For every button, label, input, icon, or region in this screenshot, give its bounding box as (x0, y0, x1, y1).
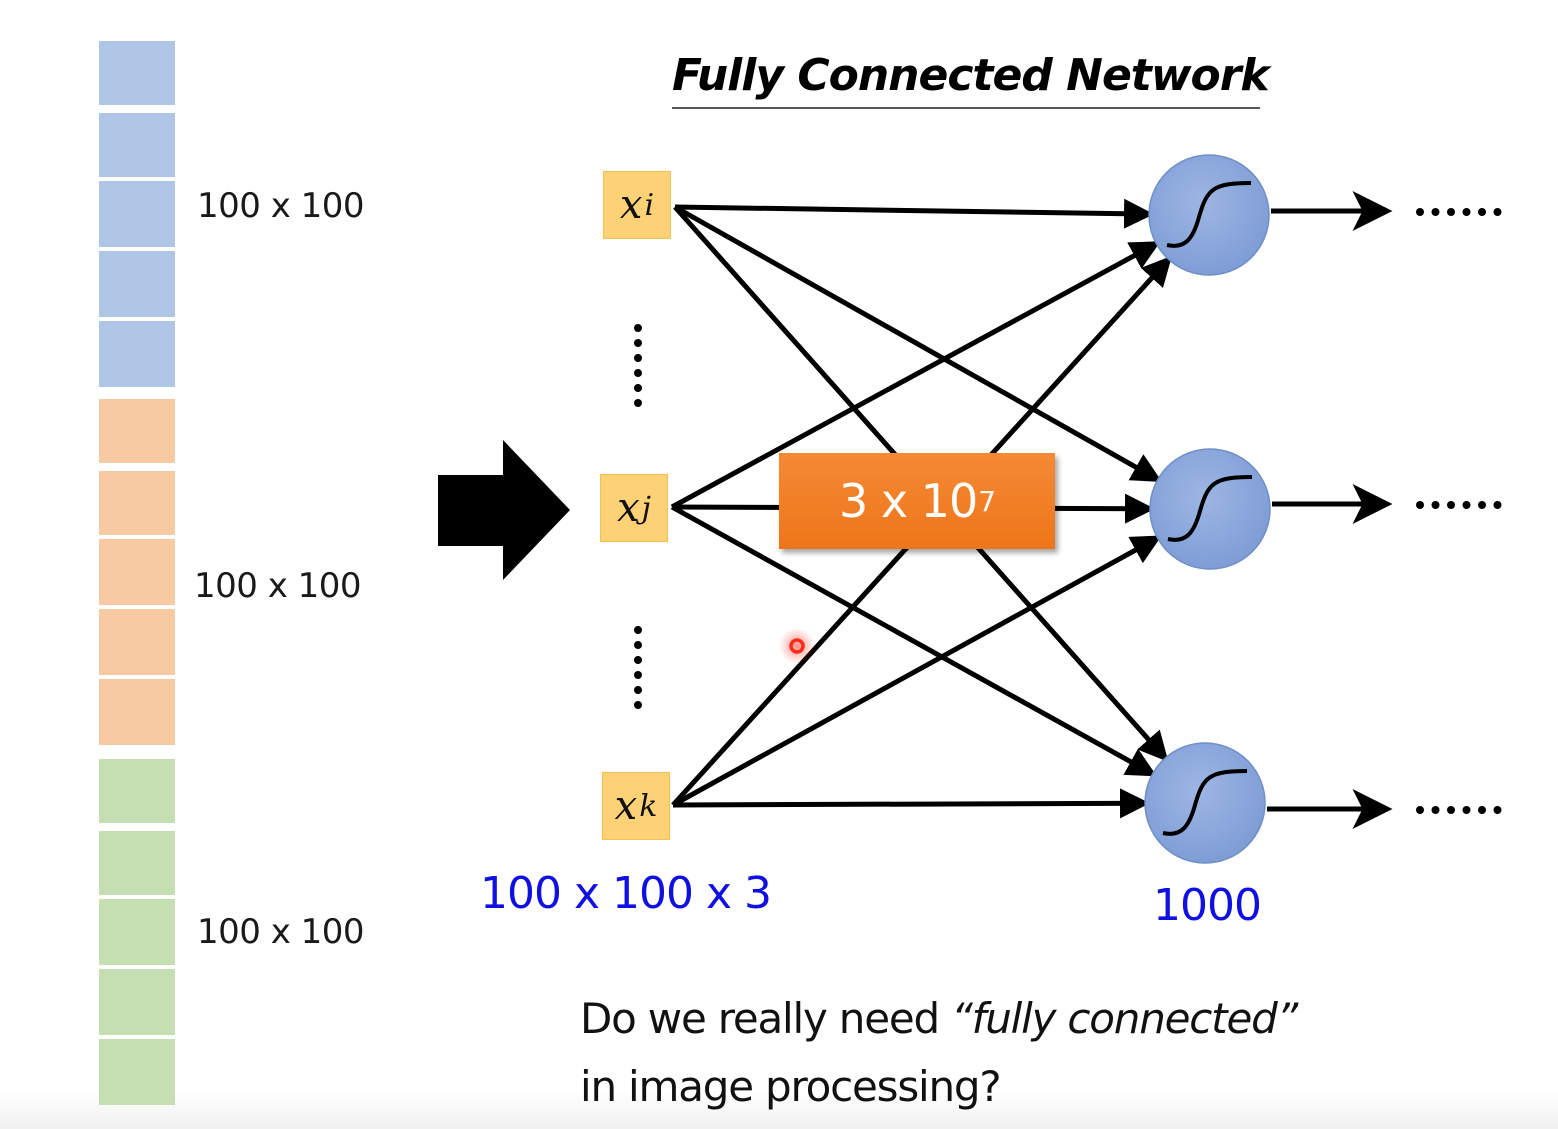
input-node-var: x (619, 182, 643, 228)
output-neuron (1148, 154, 1270, 276)
question-prefix: Do we really need (580, 994, 952, 1043)
stack-label-channel-1: 100 x 100 (197, 186, 365, 226)
stack-cell-channel-1 (99, 321, 175, 387)
input-node-var: x (617, 485, 640, 531)
input-arrow-icon (438, 440, 570, 580)
input-node-sub: i (644, 187, 655, 223)
diagram-title: Fully Connected Network (672, 50, 1270, 101)
output-ellipsis (1416, 806, 1502, 814)
stack-cell-channel-2 (99, 539, 175, 605)
input-ellipsis-upper (634, 324, 642, 407)
connection-xk-neuron-3 (672, 788, 1151, 819)
stack-cell-channel-3 (99, 899, 175, 965)
stack-cell-channel-2 (99, 609, 175, 675)
stack-cell-channel-2 (99, 399, 175, 463)
parameter-count-base: 3 x 10 (838, 474, 978, 528)
question-emphasis: “fully connected” (951, 994, 1298, 1043)
output-neurons (1144, 154, 1502, 864)
output-size-label: 1000 (1153, 880, 1262, 931)
question-text: Do we really need “fully connected” in i… (580, 985, 1480, 1121)
parameter-count-exponent: 7 (978, 484, 996, 518)
input-size-label: 100 x 100 x 3 (480, 868, 772, 919)
question-line-2: in image processing? (580, 1062, 1002, 1111)
laser-pointer-icon (779, 628, 815, 664)
input-node-sub: j (641, 490, 651, 526)
output-ellipsis (1416, 501, 1502, 509)
sigmoid-icon (1166, 181, 1252, 248)
connection-xj-neuron-1 (670, 241, 1161, 510)
connection-xj-neuron-3 (670, 504, 1157, 777)
stack-cell-channel-2 (99, 471, 175, 535)
title-underline (672, 107, 1260, 109)
stack-cell-channel-1 (99, 251, 175, 317)
connection-xk-neuron-2 (671, 535, 1162, 808)
connection-xi-neuron-1 (674, 198, 1155, 229)
input-node-sub: k (639, 788, 658, 824)
stack-label-channel-3: 100 x 100 (197, 912, 365, 952)
stack-cell-channel-3 (99, 969, 175, 1035)
output-neuron (1149, 448, 1271, 570)
input-node-var: x (614, 783, 638, 829)
question-line-1: Do we really need “fully connected” (580, 985, 1480, 1053)
output-neuron (1144, 742, 1266, 864)
connection-xi-neuron-2 (673, 204, 1163, 482)
stack-cell-channel-3 (99, 1039, 175, 1105)
stack-label-channel-2: 100 x 100 (194, 566, 362, 606)
output-ellipsis (1416, 208, 1502, 216)
stack-cell-channel-3 (99, 831, 175, 895)
stack-cell-channel-1 (99, 181, 175, 247)
input-ellipsis-lower (634, 626, 642, 709)
stack-cell-channel-1 (99, 113, 175, 177)
sigmoid-icon (1167, 475, 1253, 542)
stack-cell-channel-1 (99, 41, 175, 105)
sigmoid-icon (1162, 769, 1248, 836)
stack-cell-channel-3 (99, 759, 175, 823)
stack-cell-channel-2 (99, 679, 175, 745)
